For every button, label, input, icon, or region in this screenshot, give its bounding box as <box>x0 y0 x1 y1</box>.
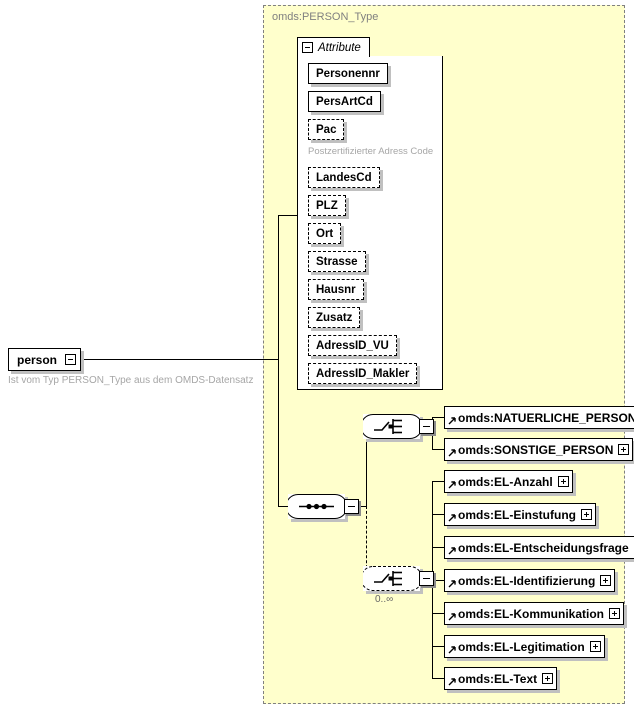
connector-choice2-el-6 <box>432 646 444 647</box>
connector-sequence-choice1-vertical <box>366 426 367 507</box>
minus-box-icon[interactable] <box>302 42 313 53</box>
element-label: omds:SONSTIGE_PERSON <box>458 442 614 457</box>
element-person[interactable]: person <box>8 348 82 371</box>
connector-trunk-sequence <box>278 506 289 507</box>
connector-choice2-el-2 <box>432 514 444 515</box>
connector-choice2-el-4 <box>432 580 444 581</box>
element-label: omds:EL-Einstufung <box>458 507 576 522</box>
compositor-choice-2[interactable] <box>363 566 434 591</box>
attribute-label: LandesCd <box>316 171 372 184</box>
element-el-legitimation[interactable]: omds:EL-Legitimation <box>444 635 605 658</box>
element-label: omds:EL-Kommunikation <box>458 606 604 621</box>
element-el-anzahl[interactable]: omds:EL-Anzahl <box>444 470 573 493</box>
attribute-item-persartcd[interactable]: PersArtCd <box>308 91 381 112</box>
reference-arrow-icon <box>448 541 457 555</box>
attribute-label: Ort <box>316 227 334 240</box>
attribute-tab[interactable]: Attribute <box>297 37 370 57</box>
reference-arrow-icon <box>448 574 457 588</box>
connector-trunk-vertical <box>278 215 279 506</box>
complextype-title: omds:PERSON_Type <box>272 11 379 23</box>
element-person-annotation: Ist vom Typ PERSON_Type aus dem OMDS-Dat… <box>8 375 254 386</box>
attribute-item-hausnr[interactable]: Hausnr <box>308 279 364 300</box>
plus-box-icon[interactable] <box>618 444 630 455</box>
attribute-tab-label: Attribute <box>318 41 361 54</box>
plus-box-icon[interactable] <box>580 509 592 520</box>
attribute-item-strasse[interactable]: Strasse <box>308 251 366 272</box>
element-label: omds:EL-Text <box>458 671 538 686</box>
attribute-label: Personennr <box>316 67 380 80</box>
choice-icon <box>363 566 420 591</box>
element-label: omds:EL-Legitimation <box>458 639 585 654</box>
attribute-label: Hausnr <box>316 283 356 296</box>
element-el-kommunikation[interactable]: omds:EL-Kommunikation <box>444 602 624 625</box>
compositor-choice-1[interactable] <box>363 414 434 439</box>
element-person-label: person <box>17 352 58 367</box>
reference-arrow-icon <box>448 411 457 425</box>
attribute-item-plz[interactable]: PLZ <box>308 195 346 216</box>
connector-choice2-el-3 <box>432 547 444 548</box>
attribute-item-ort[interactable]: Ort <box>308 223 342 244</box>
attribute-label: Strasse <box>316 255 358 268</box>
attribute-label: PLZ <box>316 199 338 212</box>
plus-box-icon[interactable] <box>609 608 620 619</box>
connector-choice2-el-7 <box>432 678 444 679</box>
element-label: omds:EL-Identifizierung <box>458 573 596 588</box>
element-el-identifizierung[interactable]: omds:EL-Identifizierung <box>444 569 616 592</box>
connector-person-trunk <box>78 359 278 360</box>
plus-box-icon[interactable] <box>542 673 554 684</box>
element-el-einstufung[interactable]: omds:EL-Einstufung <box>444 503 596 526</box>
element-el-entscheidungsfrage[interactable]: omds:EL-Entscheidungsfrage <box>444 536 634 559</box>
element-label: omds:NATUERLICHE_PERSON <box>458 410 634 425</box>
element-sonstige-person[interactable]: omds:SONSTIGE_PERSON <box>444 438 634 461</box>
reference-arrow-icon <box>448 607 457 621</box>
attribute-item-zusatz[interactable]: Zusatz <box>308 307 361 328</box>
minus-box-icon[interactable] <box>419 571 434 586</box>
connector-choice1-el-2 <box>432 449 444 450</box>
minus-box-icon[interactable] <box>344 499 359 514</box>
connector-choice2-el-5 <box>432 613 444 614</box>
element-label: omds:EL-Anzahl <box>458 474 553 489</box>
connector-sequence-choice2-vertical <box>366 506 367 578</box>
attribute-label: PersArtCd <box>316 95 373 108</box>
attribute-label: Zusatz <box>316 311 353 324</box>
sequence-icon <box>288 494 345 519</box>
reference-arrow-icon <box>448 640 457 654</box>
element-natuerliche-person[interactable]: omds:NATUERLICHE_PERSON <box>444 406 634 429</box>
attribute-label: AdressID_Makler <box>316 367 410 380</box>
choice-icon <box>363 414 420 439</box>
connector-trunk-attribute <box>278 215 298 216</box>
minus-box-icon[interactable] <box>419 419 434 434</box>
attribute-item-pac[interactable]: Pac <box>308 119 345 140</box>
attribute-label: AdressID_VU <box>316 339 389 352</box>
reference-arrow-icon <box>448 672 457 686</box>
connector-choice2-el-1 <box>432 481 444 482</box>
attribute-item-personennr[interactable]: Personennr <box>308 63 388 84</box>
reference-arrow-icon <box>448 508 457 522</box>
reference-arrow-icon <box>448 475 457 489</box>
attribute-item-adressid-vu[interactable]: AdressID_VU <box>308 335 397 356</box>
plus-box-icon[interactable] <box>589 641 601 652</box>
plus-box-icon[interactable] <box>557 476 569 487</box>
attribute-item-landescd[interactable]: LandesCd <box>308 167 380 188</box>
occurrence-label-choice-2: 0..∞ <box>375 594 394 605</box>
compositor-sequence[interactable] <box>288 494 359 519</box>
plus-box-icon[interactable] <box>600 575 612 586</box>
attribute-annotation-pac: Postzertifizierter Adress Code <box>308 146 434 157</box>
element-el-text[interactable]: omds:EL-Text <box>444 667 558 690</box>
attribute-item-adressid-makler[interactable]: AdressID_Makler <box>308 363 418 384</box>
reference-arrow-icon <box>448 443 457 457</box>
minus-box-icon[interactable] <box>65 354 77 365</box>
attribute-label: Pac <box>316 123 337 136</box>
element-label: omds:EL-Entscheidungsfrage <box>458 540 629 555</box>
connector-choice1-el-1 <box>432 417 444 418</box>
